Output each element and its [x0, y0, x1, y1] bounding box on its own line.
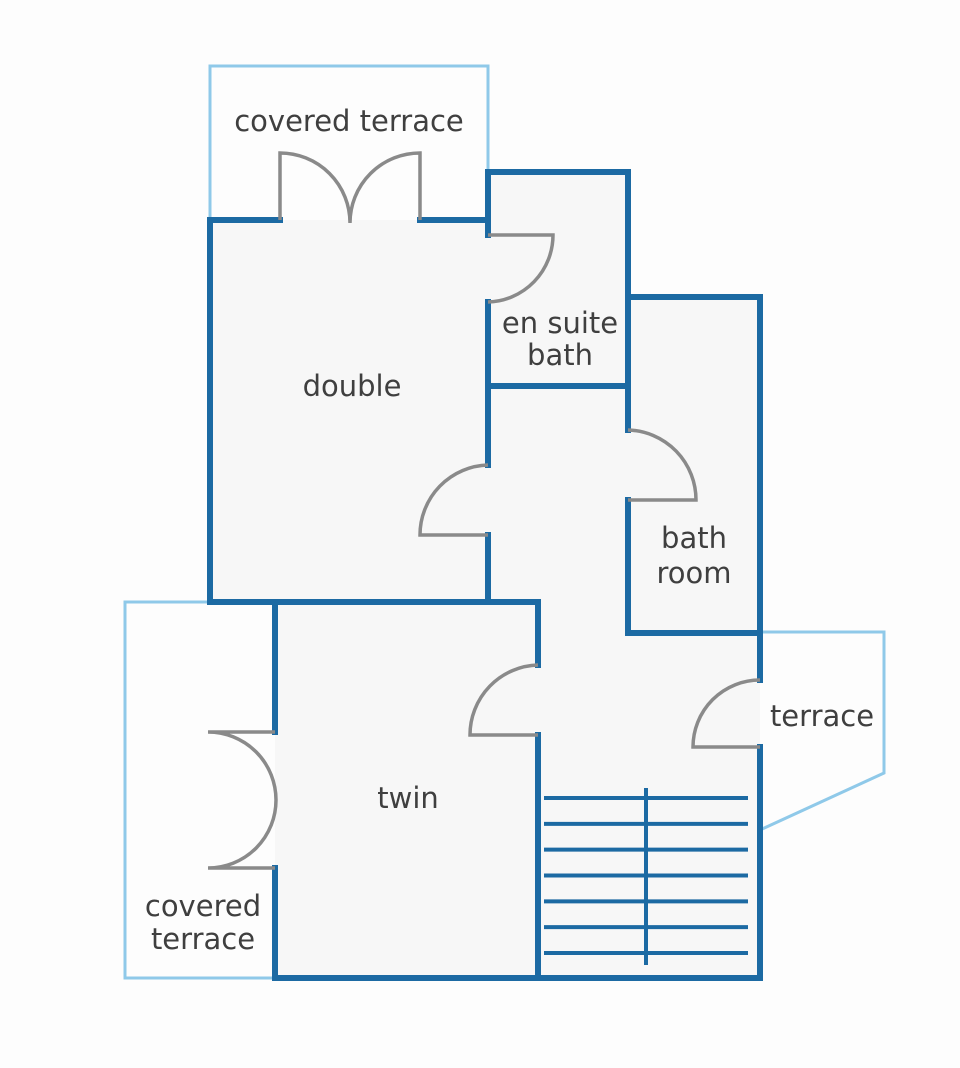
- double-door-to-terrace: [278, 151, 422, 224]
- floor-areas: [210, 172, 760, 978]
- covered-terrace-top-outline: [208, 64, 490, 220]
- terrace-right-outline: [759, 630, 886, 832]
- hall-floor: [488, 386, 628, 634]
- twin-floor: [275, 602, 538, 978]
- covered-terrace-left-label-line2: terrace: [151, 922, 255, 956]
- double-label: double: [303, 369, 402, 403]
- bathroom-label-line2: room: [656, 556, 731, 590]
- twin-door-to-terrace: [207, 730, 278, 870]
- covered-terrace-left-label-line1: covered: [145, 889, 261, 923]
- bathroom-floor: [628, 297, 760, 633]
- covered-terrace-left-outline: [123, 600, 275, 980]
- doors: [207, 151, 761, 870]
- bathroom-door: [627, 428, 698, 502]
- en-suite-floor: [488, 172, 628, 386]
- twin-walls: [272, 599, 541, 981]
- en-suite-label-line1: en suite: [502, 306, 618, 340]
- terrace-door: [691, 678, 761, 749]
- twin-door: [468, 663, 539, 737]
- en-suite-walls: [485, 169, 631, 433]
- bathroom-label-line1: bath: [661, 521, 727, 555]
- terrace-label: terrace: [770, 699, 874, 733]
- en-suite-label-line2: bath: [527, 338, 593, 372]
- bathroom-walls: [625, 294, 763, 981]
- en-suite-door: [487, 233, 555, 304]
- staircase: [544, 788, 748, 965]
- room-labels: covered terrace en suite bath double bat…: [145, 104, 874, 956]
- covered-terrace-top-label: covered terrace: [234, 104, 464, 138]
- double-door: [418, 463, 489, 537]
- stair-hall-floor: [538, 600, 760, 978]
- double-floor: [210, 220, 488, 602]
- walls: [207, 169, 763, 981]
- twin-label: twin: [377, 781, 439, 815]
- terrace-outlines: [123, 64, 886, 980]
